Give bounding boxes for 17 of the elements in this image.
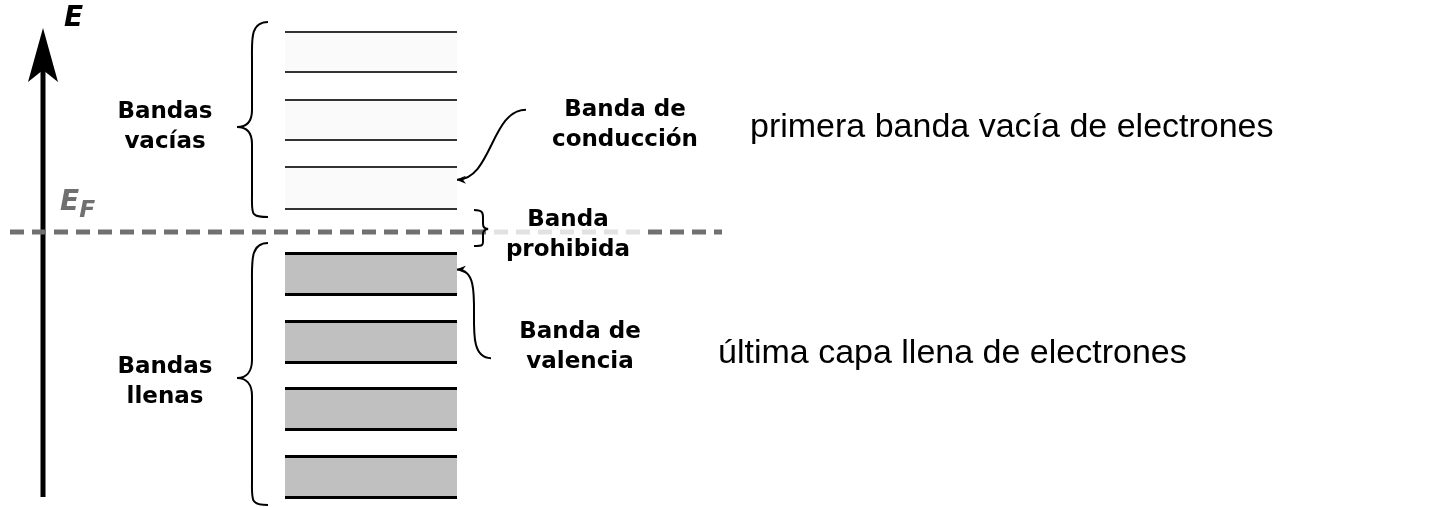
filled-band <box>285 455 457 499</box>
leader-arrow <box>456 108 527 183</box>
empty-band <box>285 31 457 73</box>
filled-band <box>285 252 457 296</box>
empty-band <box>285 99 457 141</box>
leader-arrow <box>456 267 492 360</box>
bracket-label: Bandas vacías <box>116 96 214 155</box>
empty-band <box>285 166 457 210</box>
annotation-text: última capa llena de electrones <box>718 332 1187 371</box>
axis-label: E <box>64 2 84 32</box>
filled-band <box>285 387 457 431</box>
filled-band <box>285 320 457 364</box>
fermi-level-label: E$_{F}$ <box>60 186 96 224</box>
annotation-text: primera banda vacía de electrones <box>750 106 1274 145</box>
band-label: Banda de valencia <box>495 315 665 375</box>
bracket-label: Bandas llenas <box>116 351 214 410</box>
band-label: Banda de conducción <box>530 93 720 153</box>
